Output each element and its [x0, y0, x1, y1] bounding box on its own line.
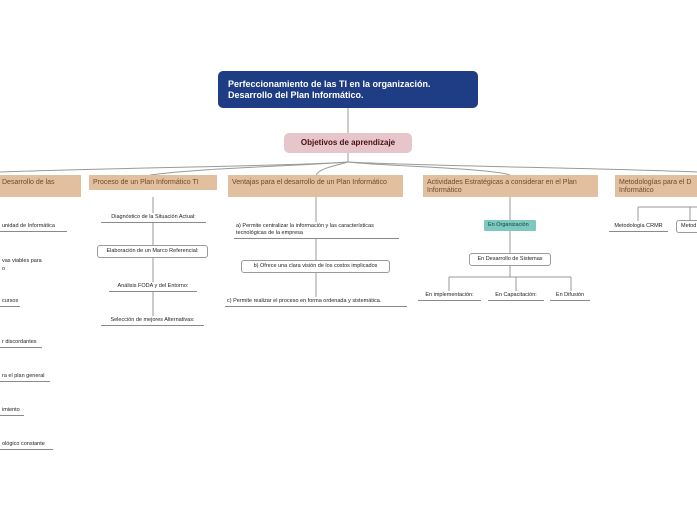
metodologia-2[interactable]: Metod [676, 220, 697, 233]
actividad-organizacion[interactable]: En Organización [484, 220, 536, 231]
left-item-4[interactable]: r discordantes [0, 338, 42, 348]
left-item-5[interactable]: ra el plan general [0, 372, 50, 382]
actividad-difusion[interactable]: En Difusión [550, 291, 590, 301]
proceso-item-diagnostico[interactable]: Diagnóstico de la Situación Actual: [101, 213, 206, 223]
root-title-line1: Perfeccionamiento de las TI en la organi… [228, 79, 431, 89]
proceso-item-seleccion[interactable]: Selección de mejores Alternativas: [101, 316, 204, 326]
branch-metodologias[interactable]: Metodologías para el D Informático [615, 175, 697, 197]
actividad-sistemas[interactable]: En Desarrollo de Sistemas [469, 253, 551, 266]
objectives-node[interactable]: Objetivos de aprendizaje [284, 133, 412, 153]
actividad-implementacion[interactable]: En implementación: [418, 291, 481, 301]
left-item-1[interactable]: unidad de Informática [0, 222, 67, 232]
branch-desarrollo[interactable]: Desarrollo de las [0, 175, 81, 197]
left-item-3[interactable]: cursos [0, 297, 20, 307]
left-item-2[interactable]: vas viables para [2, 258, 42, 264]
proceso-item-foda[interactable]: Análisis FODA y del Entorno: [109, 282, 197, 292]
left-item-2b[interactable]: o [2, 266, 6, 272]
root-node[interactable]: Perfeccionamiento de las TI en la organi… [218, 71, 478, 108]
left-item-6[interactable]: imiento [0, 406, 24, 416]
left-item-7[interactable]: ológico constante [0, 440, 53, 450]
ventajas-item-a[interactable]: a) Permite centralizar la información y … [234, 222, 399, 239]
branch-ventajas[interactable]: Ventajas para el desarrollo de un Plan I… [228, 175, 403, 197]
ventajas-item-c[interactable]: c) Permite realizar el proceso en forma … [225, 297, 407, 307]
root-title-line2: Desarrollo del Plan Informático. [228, 90, 364, 100]
branch-actividades[interactable]: Actividades Estratégicas a considerar en… [423, 175, 598, 197]
metodologia-crmr[interactable]: Metodología CRMR [609, 222, 668, 232]
ventajas-item-b[interactable]: b) Ofrece una clara visión de los costos… [241, 260, 390, 273]
proceso-item-marco[interactable]: Elaboración de un Marco Referencial: [97, 245, 208, 258]
branch-proceso[interactable]: Proceso de un Plan Informático TI [89, 175, 217, 190]
actividad-capacitacion[interactable]: En Capacitación: [488, 291, 544, 301]
